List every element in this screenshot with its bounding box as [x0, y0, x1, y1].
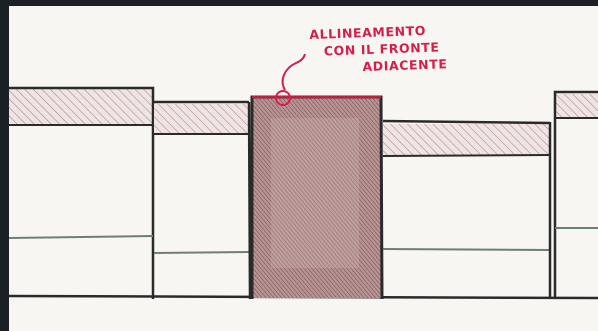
- alignment-marker: [275, 90, 291, 106]
- annotation-line-3: ADIACENTE: [362, 56, 448, 75]
- building-1: [9, 86, 155, 299]
- building-5: [553, 90, 598, 299]
- building-2: [153, 100, 252, 300]
- sketch-sheet: ALLINEAMENTO CON IL FRONTE ADIACENTE: [9, 6, 598, 331]
- facade-sketch: [9, 53, 598, 300]
- annotation-leader: [281, 53, 306, 91]
- building-3-highlighted: [250, 95, 384, 300]
- building-4: [382, 119, 552, 299]
- annotation-note: ALLINEAMENTO CON IL FRONTE ADIACENTE: [309, 21, 448, 77]
